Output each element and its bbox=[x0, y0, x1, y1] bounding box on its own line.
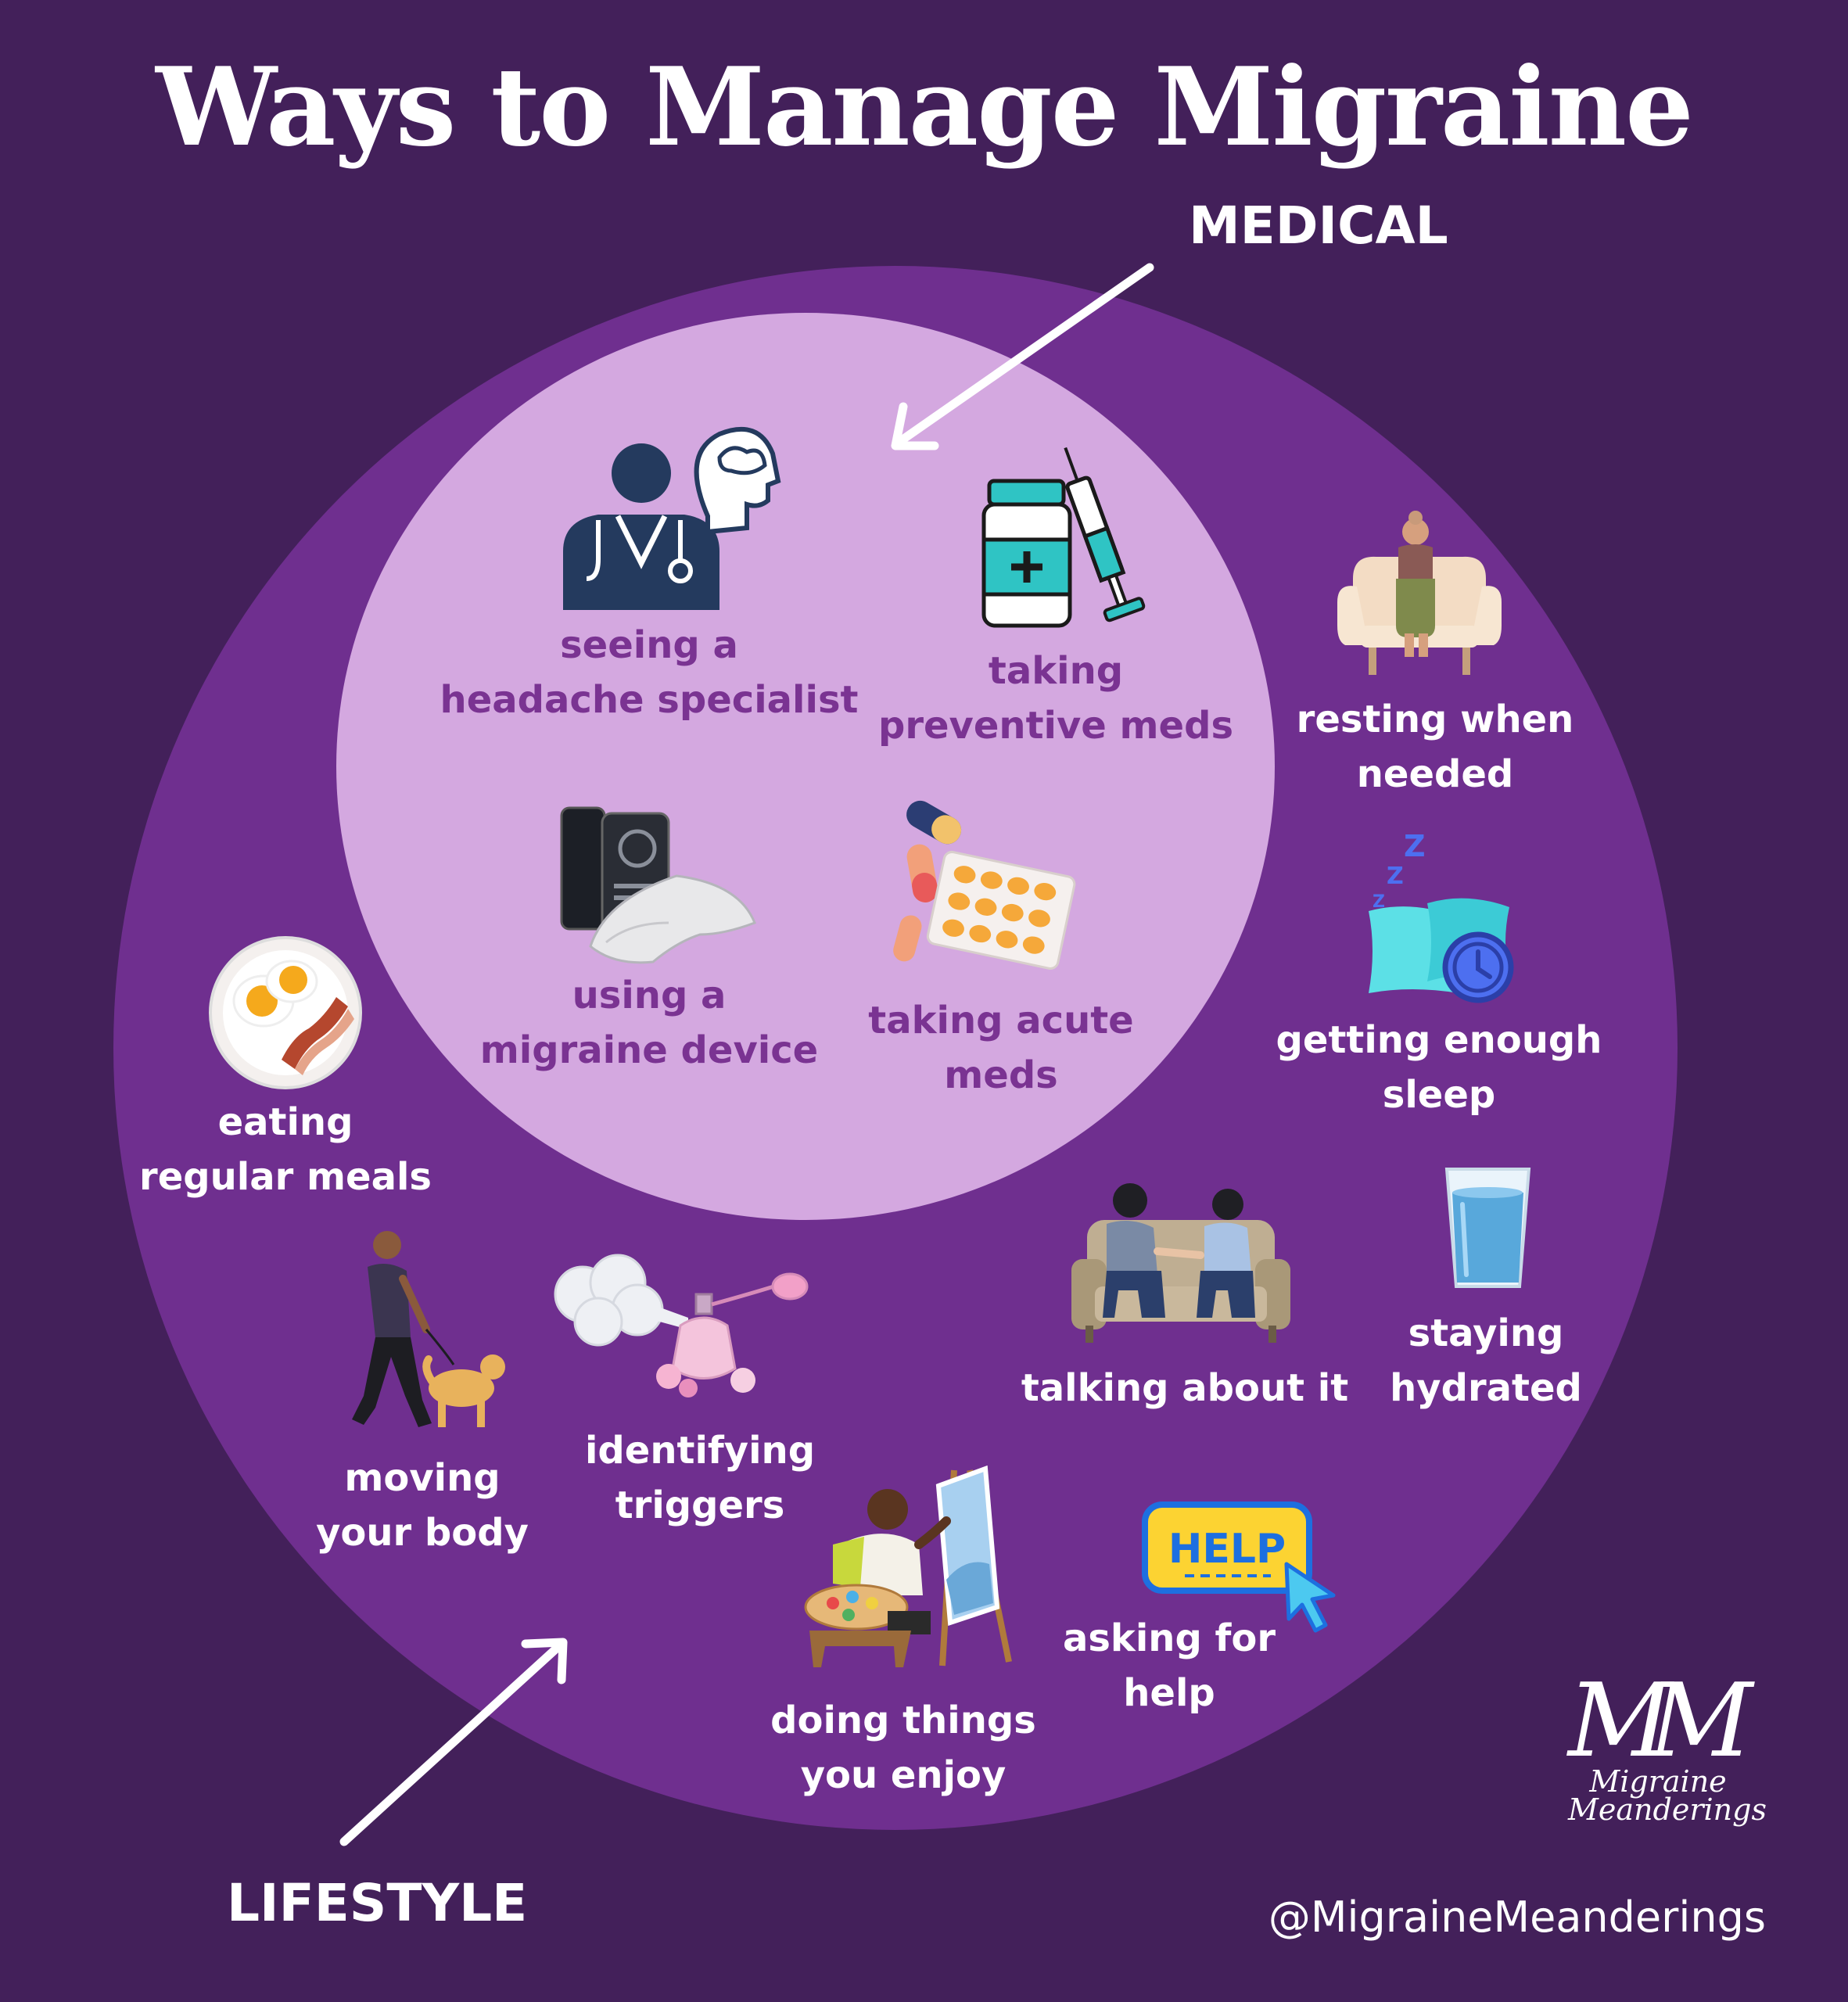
item-label-line2: regular meals bbox=[139, 1155, 432, 1199]
walking-dog-icon bbox=[352, 1231, 505, 1427]
item-label-line1: identifying bbox=[584, 1429, 816, 1473]
svg-text:HELP: HELP bbox=[1168, 1526, 1286, 1573]
help-button-icon: HELP bbox=[1142, 1502, 1336, 1633]
social-handle: @MigraineMeanderings bbox=[1268, 1893, 1766, 1942]
perfume-spray-icon bbox=[554, 1254, 809, 1397]
lifestyle-item-sleep: getting enough sleep bbox=[1259, 1013, 1619, 1122]
lifestyle-section-label: LIFESTYLE bbox=[227, 1873, 528, 1933]
lifestyle-item-enjoy: doing things you enjoy bbox=[747, 1693, 1060, 1803]
item-label-line1: taking bbox=[988, 649, 1124, 693]
lifestyle-item-moving: moving your body bbox=[266, 1451, 579, 1560]
water-glass-icon bbox=[1444, 1168, 1531, 1288]
item-label-line2: meds bbox=[944, 1053, 1058, 1097]
lifestyle-item-triggers: identifying triggers bbox=[540, 1423, 860, 1533]
couch-conversation-icon bbox=[1071, 1183, 1290, 1343]
item-label-line2: migraine device bbox=[479, 1028, 819, 1072]
armchair-rest-icon bbox=[1337, 511, 1502, 675]
medical-item-headache-specialist: seeing a headache specialist bbox=[438, 618, 860, 727]
page-title: Ways to Manage Migraine bbox=[156, 43, 1694, 170]
item-label-line2: help bbox=[1123, 1671, 1215, 1715]
item-label-line1: resting when bbox=[1296, 698, 1574, 741]
brand-logo: MM Migraine Meanderings bbox=[1568, 1661, 1767, 1827]
item-label-line1: asking for bbox=[1062, 1616, 1276, 1660]
item-label-line2: preventive meds bbox=[877, 704, 1234, 748]
item-label-line2: sleep bbox=[1382, 1073, 1496, 1117]
medical-circle bbox=[336, 313, 1275, 1220]
painter-easel-icon bbox=[804, 1465, 1012, 1667]
pillow-clock-icon: Z Z Z bbox=[1369, 829, 1514, 1003]
medical-item-acute-meds: taking acute meds bbox=[852, 993, 1150, 1103]
svg-text:Z: Z bbox=[1387, 863, 1404, 890]
doctor-brain-icon bbox=[563, 426, 781, 610]
medical-section-label: MEDICAL bbox=[1189, 196, 1448, 256]
item-label-line1: taking acute bbox=[868, 999, 1134, 1042]
lifestyle-item-resting: resting when needed bbox=[1267, 692, 1603, 802]
item-label-line1: doing things bbox=[770, 1699, 1036, 1742]
lifestyle-item-talking: talking about it bbox=[1017, 1361, 1353, 1415]
item-label-line2: headache specialist bbox=[440, 678, 859, 722]
logo-line1: Migraine bbox=[1589, 1764, 1727, 1799]
lifestyle-item-meals: eating regular meals bbox=[121, 1095, 450, 1204]
item-label-line2: triggers bbox=[615, 1484, 785, 1527]
medical-item-migraine-device: using a migraine device bbox=[454, 968, 845, 1078]
medical-item-preventive-meds: taking preventive meds bbox=[864, 644, 1247, 753]
item-label-line1: eating bbox=[217, 1100, 353, 1144]
pills-blister-icon bbox=[893, 800, 1076, 970]
item-label-line1: using a bbox=[572, 974, 727, 1017]
logo-text: Migraine Meanderings bbox=[1568, 1764, 1767, 1827]
phone-device-icon bbox=[560, 806, 756, 964]
svg-text:Z: Z bbox=[1404, 829, 1426, 863]
eggs-bacon-icon bbox=[209, 936, 362, 1089]
medicine-syringe-icon bbox=[981, 447, 1146, 628]
svg-text:Z: Z bbox=[1373, 892, 1385, 912]
item-label-line2: needed bbox=[1356, 752, 1514, 796]
item-label-line1: staying bbox=[1408, 1311, 1564, 1355]
logo-line2: Meanderings bbox=[1568, 1792, 1767, 1827]
item-label-line1: moving bbox=[344, 1456, 501, 1500]
item-label-line2: you enjoy bbox=[800, 1753, 1007, 1797]
item-label-line1: talking about it bbox=[1021, 1366, 1349, 1410]
item-label-line1: seeing a bbox=[560, 623, 738, 667]
lifestyle-item-help: asking for help bbox=[1024, 1611, 1314, 1720]
item-label-line1: getting enough bbox=[1276, 1018, 1602, 1062]
logo-mark: MM bbox=[1568, 1661, 1753, 1780]
lifestyle-item-hydrated: staying hydrated bbox=[1337, 1306, 1634, 1415]
item-label-line2: your body bbox=[316, 1511, 529, 1555]
item-label-line2: hydrated bbox=[1390, 1366, 1582, 1410]
